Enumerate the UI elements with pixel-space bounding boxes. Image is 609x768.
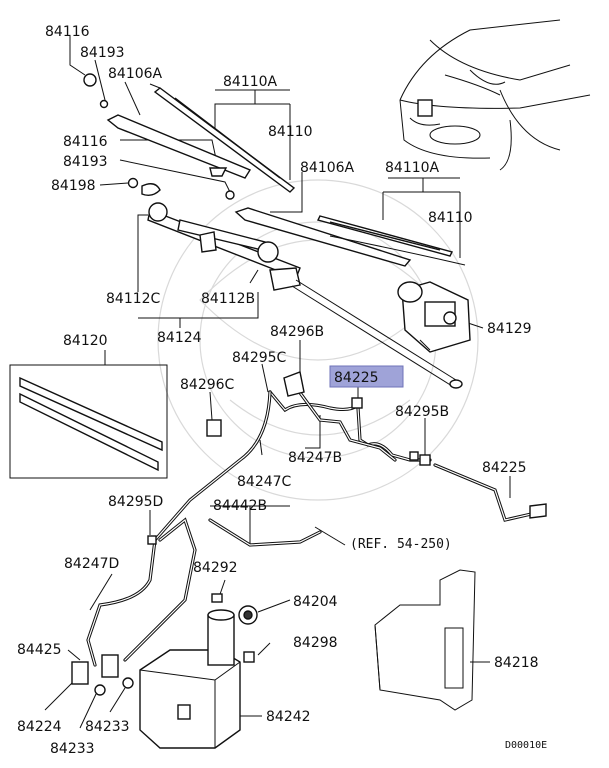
label-84425: 84425 (17, 642, 62, 658)
washer-reservoir (71, 593, 258, 749)
label-84204: 84204 (293, 594, 338, 610)
reference-note: (REF. 54-250) (350, 537, 452, 552)
label-84193-a: 84193 (80, 45, 125, 61)
reservoir-outline (374, 569, 476, 711)
label-84247C: 84247C (237, 474, 292, 490)
label-84110-a: 84110 (268, 124, 313, 140)
label-84110A-a: 84110A (223, 74, 278, 90)
label-84296C: 84296C (180, 377, 235, 393)
label-84106A-b: 84106A (300, 160, 355, 176)
diagram-code: D00010E (505, 740, 547, 751)
label-84112B: 84112B (201, 291, 255, 307)
label-84295B: 84295B (395, 404, 449, 420)
label-84247D: 84247D (64, 556, 119, 572)
label-84233-a: 84233 (85, 719, 130, 735)
label-84224: 84224 (17, 719, 62, 735)
blade-refill-box (9, 364, 168, 479)
label-84218: 84218 (494, 655, 539, 671)
label-84298: 84298 (293, 635, 338, 651)
label-84116-a: 84116 (45, 24, 90, 40)
highlight-84225 (329, 365, 404, 388)
label-84129: 84129 (487, 321, 532, 337)
label-84112C: 84112C (106, 291, 161, 307)
wiper-assembly-right (234, 207, 466, 267)
label-84442B: 84442B (213, 498, 267, 514)
label-84242: 84242 (266, 709, 311, 725)
label-84198: 84198 (51, 178, 96, 194)
label-84116-b: 84116 (63, 134, 108, 150)
label-84292: 84292 (193, 560, 238, 576)
wiper-linkage (147, 202, 463, 389)
label-84233-b: 84233 (50, 741, 95, 757)
part-labels: 84116 84193 84106A 84110A 84110 84116 84… (17, 24, 547, 757)
label-84106A-a: 84106A (108, 66, 163, 82)
label-84124: 84124 (157, 330, 202, 346)
label-84247B: 84247B (288, 450, 342, 466)
label-84225-b: 84225 (482, 460, 527, 476)
wiper-assembly-upper (83, 73, 296, 200)
label-84120: 84120 (63, 333, 108, 349)
label-84225-a: 84225 (334, 370, 379, 386)
label-84295D: 84295D (108, 494, 163, 510)
label-84193-b: 84193 (63, 154, 108, 170)
wiper-motor (397, 281, 471, 353)
label-84295C: 84295C (232, 350, 287, 366)
label-84296B: 84296B (270, 324, 324, 340)
car-illustration (399, 19, 591, 171)
washer-hoses (86, 371, 547, 667)
label-84110-b: 84110 (428, 210, 473, 226)
label-84110A-b: 84110A (385, 160, 440, 176)
